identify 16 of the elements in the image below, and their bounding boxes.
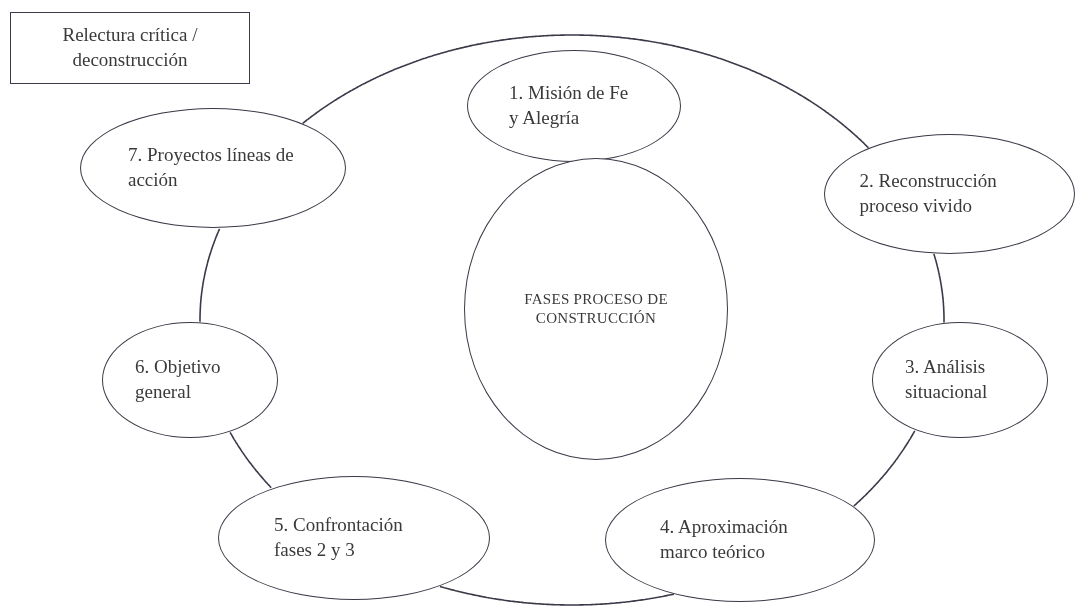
connector-arc	[853, 430, 916, 507]
node-label: 4. Aproximación marco teórico	[660, 515, 789, 564]
connector-arc	[933, 252, 945, 324]
node-label: 3. Análisis situacional	[905, 355, 989, 404]
node-label: FASES PROCESO DE CONSTRUCCIÓN	[523, 289, 669, 328]
connector-arc	[301, 34, 870, 149]
connector-arc	[439, 585, 675, 606]
node-label: Relectura crítica / deconstrucción	[61, 23, 199, 72]
node-label: 5. Confrontación fases 2 y 3	[274, 513, 404, 562]
node-label: 6. Objetivo general	[135, 355, 222, 404]
node-label: 1. Misión de Fe y Alegría	[509, 81, 630, 130]
process-box	[10, 12, 250, 84]
connector-arc	[199, 228, 221, 323]
node-label: 7. Proyectos líneas de acción	[128, 143, 295, 192]
node-label: 2. Reconstrucción proceso vivido	[859, 169, 998, 218]
connector-arc	[229, 431, 272, 489]
